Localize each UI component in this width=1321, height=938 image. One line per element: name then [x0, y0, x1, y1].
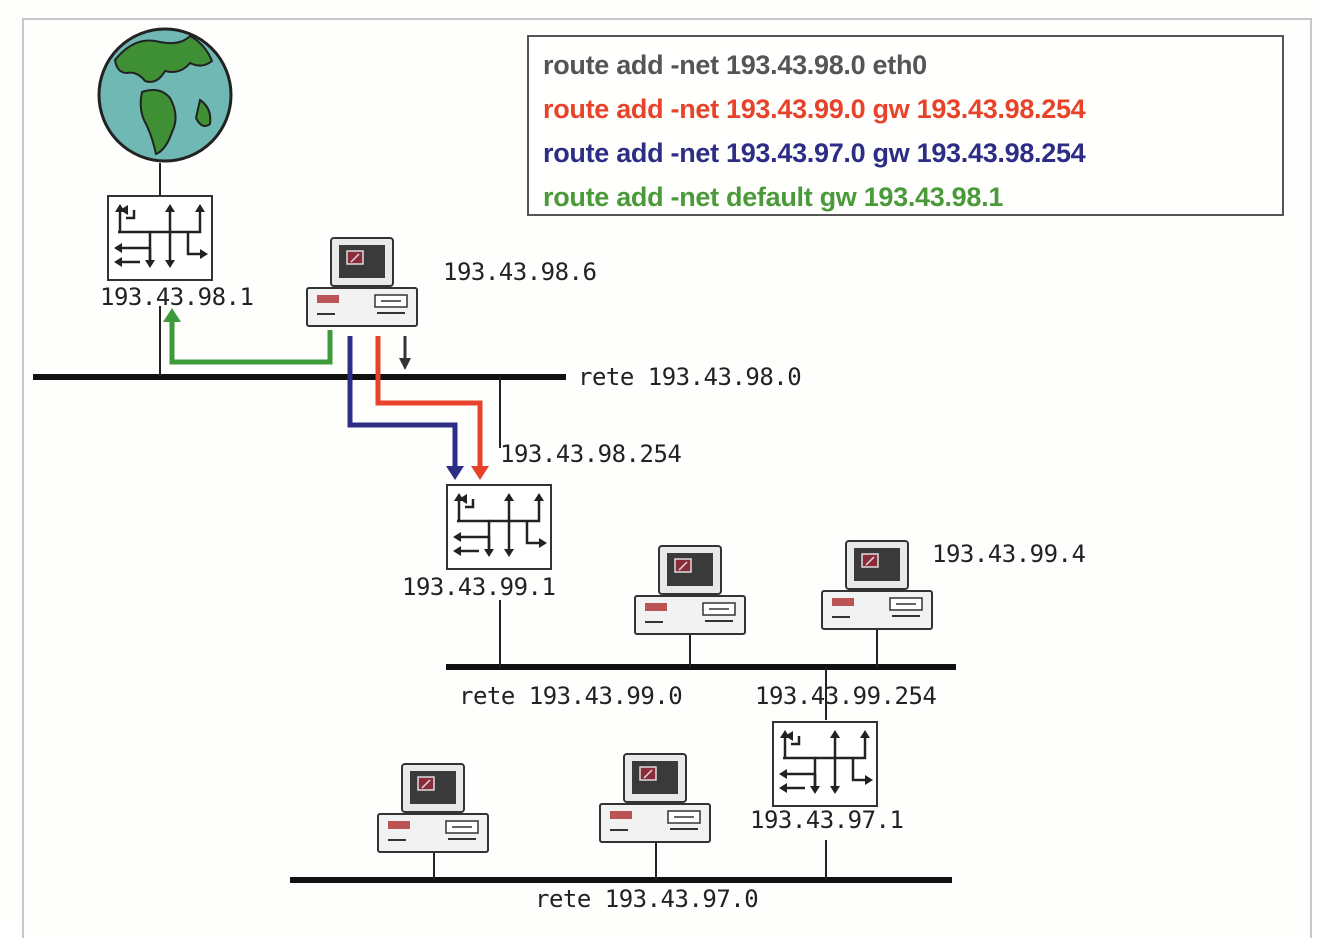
router-label: 193.43.97.1: [750, 806, 903, 834]
router-icon: [108, 196, 212, 280]
router-icon: [773, 722, 877, 806]
router-icon: [447, 485, 551, 569]
host-label: 193.43.99.4: [932, 540, 1085, 568]
route-command: route add -net 193.43.99.0 gw 193.43.98.…: [543, 87, 1268, 131]
computer-icon: [822, 541, 932, 629]
globe-icon: [99, 29, 231, 161]
gateway-label: 193.43.98.254: [500, 440, 681, 468]
route-command: route add -net 193.43.98.0 eth0: [543, 43, 1268, 87]
router-label: 193.43.98.1: [100, 283, 253, 311]
computer-icon: [378, 764, 488, 852]
route-command: route add -net default gw 193.43.98.1: [543, 175, 1268, 219]
network-label: rete 193.43.97.0: [535, 885, 758, 913]
computer-icon: [635, 546, 745, 634]
computer-icon: [600, 754, 710, 842]
gateway-label: 193.43.99.254: [755, 682, 936, 710]
route-legend: route add -net 193.43.98.0 eth0 route ad…: [527, 35, 1284, 216]
route-99-arrow: [378, 336, 480, 468]
host-label: 193.43.98.6: [443, 258, 596, 286]
network-label: rete 193.43.99.0: [459, 682, 682, 710]
computer-icon: [307, 238, 417, 326]
network-label: rete 193.43.98.0: [578, 363, 801, 391]
route-command: route add -net 193.43.97.0 gw 193.43.98.…: [543, 131, 1268, 175]
router-label: 193.43.99.1: [402, 573, 555, 601]
